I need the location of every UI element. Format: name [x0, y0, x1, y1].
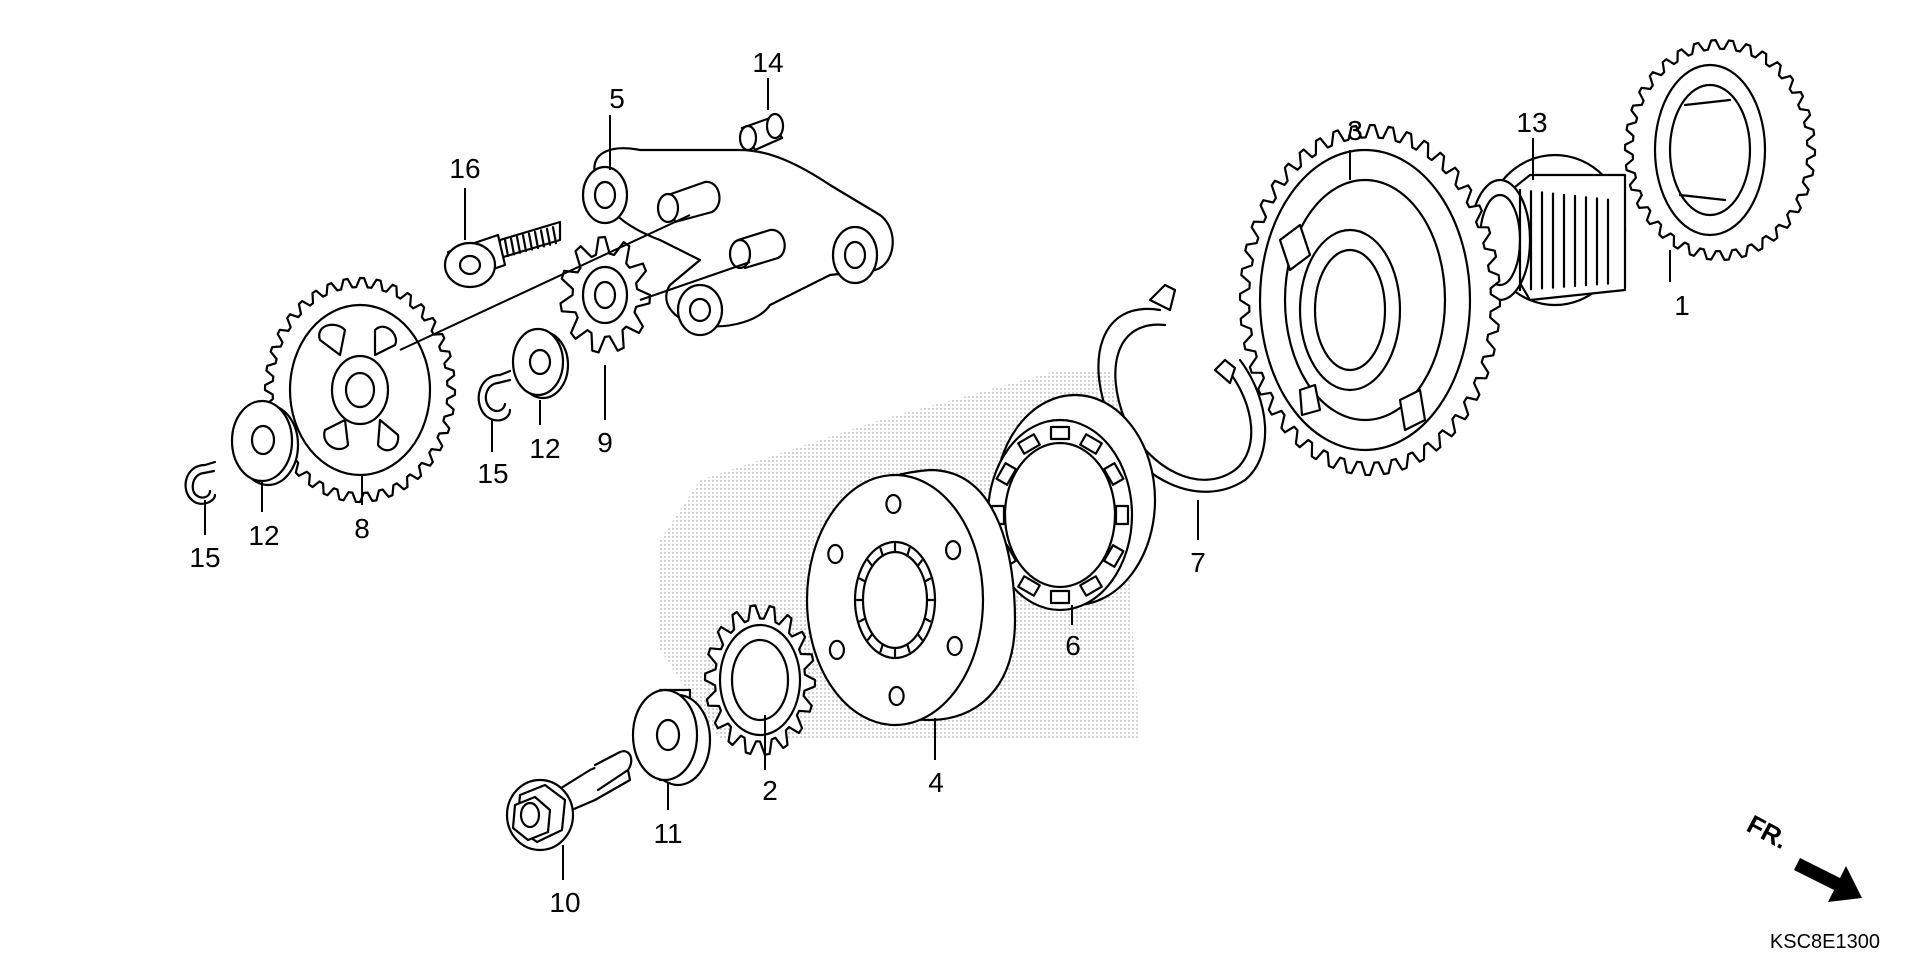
label-part-4: 4 [928, 767, 944, 798]
label-part-12-lower: 12 [248, 520, 279, 551]
leader-lines [204, 78, 1671, 880]
part-7-snap-ring [1097, 283, 1267, 493]
fr-label: FR. [1742, 809, 1793, 855]
label-part-5: 5 [609, 83, 625, 114]
part-8-idle-gear [263, 276, 457, 504]
label-part-14: 14 [752, 47, 783, 78]
label-part-15-lower: 15 [189, 542, 220, 573]
label-part-10: 10 [549, 887, 580, 918]
front-direction-indicator: FR. [1742, 809, 1862, 902]
label-part-6: 6 [1065, 630, 1081, 661]
label-part-1: 1 [1674, 290, 1690, 321]
part-2-small-gear [703, 604, 817, 756]
label-part-8: 8 [354, 513, 370, 544]
label-part-3: 3 [1347, 115, 1363, 146]
part-12-washer-lower [230, 399, 300, 487]
label-part-13: 13 [1516, 107, 1547, 138]
label-part-11: 11 [653, 818, 682, 849]
part-6-one-way-clutch [986, 393, 1157, 612]
part-1-sprocket-gear [1623, 39, 1817, 261]
label-part-2: 2 [762, 775, 778, 806]
label-part-15-upper: 15 [477, 458, 508, 489]
part-14-dowel-pin [738, 112, 785, 152]
label-part-16: 16 [449, 153, 480, 184]
label-part-7: 7 [1190, 547, 1206, 578]
part-11-washer [631, 688, 712, 787]
axis-line-8-5 [399, 214, 691, 351]
front-arrow-icon [1794, 858, 1862, 902]
part-15-circlip-upper [477, 369, 512, 422]
part-3-starter-driven-gear [1238, 123, 1502, 477]
part-4-starter-clutch-outer [805, 468, 1017, 727]
part-16-socket-bolt [443, 220, 562, 289]
part-15-circlip-lower [184, 460, 217, 505]
part-12-washer-upper [511, 327, 570, 400]
label-part-12-upper: 12 [529, 433, 560, 464]
part-10-flange-bolt [505, 750, 633, 852]
label-part-9: 9 [597, 427, 613, 458]
part-5-idle-gear-holder [581, 147, 894, 337]
axis-line-9-5 [639, 261, 751, 301]
drawing-code: KSC8E1300 [1770, 931, 1880, 953]
